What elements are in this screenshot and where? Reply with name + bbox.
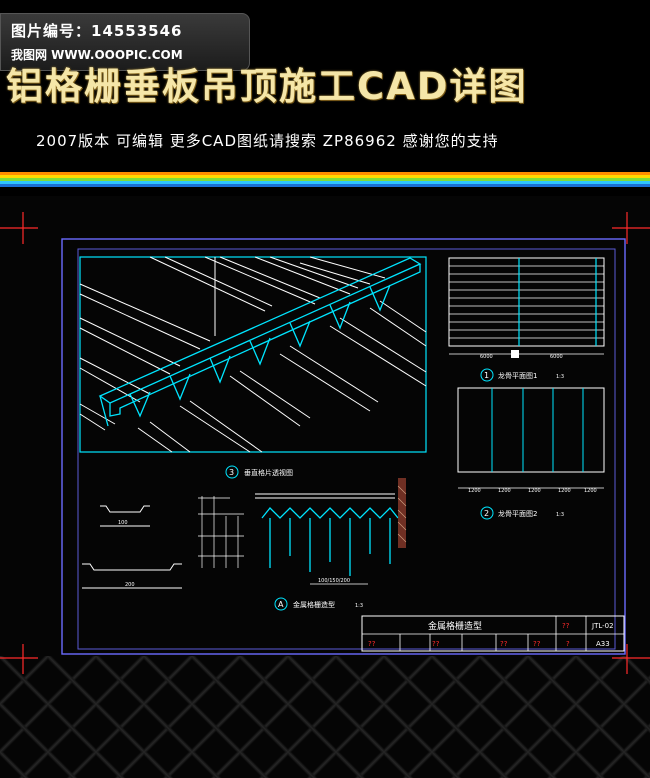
- cad-canvas: 6000 6000 1 龙骨平面图1 1:3 1200 1200 1200 12…: [0, 196, 650, 778]
- perspective-view: [79, 256, 427, 453]
- detail-2-title: 龙骨平面图2: [498, 509, 537, 518]
- crop-marks: [0, 212, 650, 674]
- cad-drawing: 6000 6000 1 龙骨平面图1 1:3 1200 1200 1200 12…: [0, 212, 650, 674]
- section-detail-a: 100/150/200 A 金属格栅造型 1:3: [198, 478, 407, 611]
- inner-frame: [77, 248, 616, 650]
- image-id-badge: 图片编号：14553546 我图网 WWW.OOOPIC.COM: [0, 13, 250, 71]
- plan-view-1: 6000 6000 1 龙骨平面图1 1:3: [448, 257, 605, 382]
- scale-2: 1:3: [556, 512, 564, 518]
- detail-3-title: 垂直格片透视图: [244, 468, 293, 477]
- title-block-mark-f: ?: [566, 640, 570, 648]
- title-block-sheet-no: A33: [596, 640, 610, 648]
- drawing-frame: [61, 238, 626, 655]
- dim-top-right: 6000: [550, 354, 563, 360]
- title-block-sheet-code: JTL-02: [591, 622, 614, 630]
- page-subtitle: 2007版本 可编辑 更多CAD图纸请搜索 ZP86962 感谢您的支持: [36, 132, 499, 150]
- detail-a-title: 金属格栅造型: [293, 600, 335, 609]
- label-2: 2: [484, 509, 489, 518]
- dim-section: 100/150/200: [318, 578, 350, 584]
- profile-dim-2: 200: [125, 582, 135, 588]
- dim-bottom-5: 1200: [584, 488, 597, 494]
- title-block-mark-b: ??: [368, 640, 376, 648]
- title-block-mark-d: ??: [500, 640, 508, 648]
- label-3: 3: [229, 468, 234, 477]
- title-block-mark-c: ??: [432, 640, 440, 648]
- page-title: 铝格栅垂板吊顶施工CAD详图: [6, 65, 528, 108]
- scale-a: 1:3: [355, 603, 363, 609]
- plan-view-2: 1200 1200 1200 1200 1200 2 龙骨平面图2 1:3: [457, 387, 605, 520]
- site-url-text: 我图网 WWW.OOOPIC.COM: [11, 48, 183, 62]
- dim-bottom-2: 1200: [498, 488, 511, 494]
- label-a: A: [278, 600, 284, 609]
- title-block: 金属格栅造型 JTL-02 A33 ?? ?? ?? ?? ?? ?: [361, 615, 625, 652]
- detail-1-title: 龙骨平面图1: [498, 371, 537, 380]
- dim-bottom-4: 1200: [558, 488, 571, 494]
- title-block-name: 金属格栅造型: [428, 620, 482, 632]
- scale-1: 1:3: [556, 374, 564, 380]
- image-id-text: 图片编号：14553546: [11, 22, 183, 40]
- dim-bottom-1: 1200: [468, 488, 481, 494]
- dim-bottom-3: 1200: [528, 488, 541, 494]
- detail-3-label: 3 垂直格片透视图: [225, 465, 293, 479]
- title-block-mark-a: ??: [562, 622, 570, 630]
- dim-top-left: 6000: [480, 354, 493, 360]
- title-block-mark-e: ??: [533, 640, 541, 648]
- label-1: 1: [484, 371, 489, 380]
- profile-sketches: 100 200: [82, 505, 182, 589]
- diamond-pattern: [0, 656, 650, 778]
- profile-dim-1: 100: [118, 520, 128, 526]
